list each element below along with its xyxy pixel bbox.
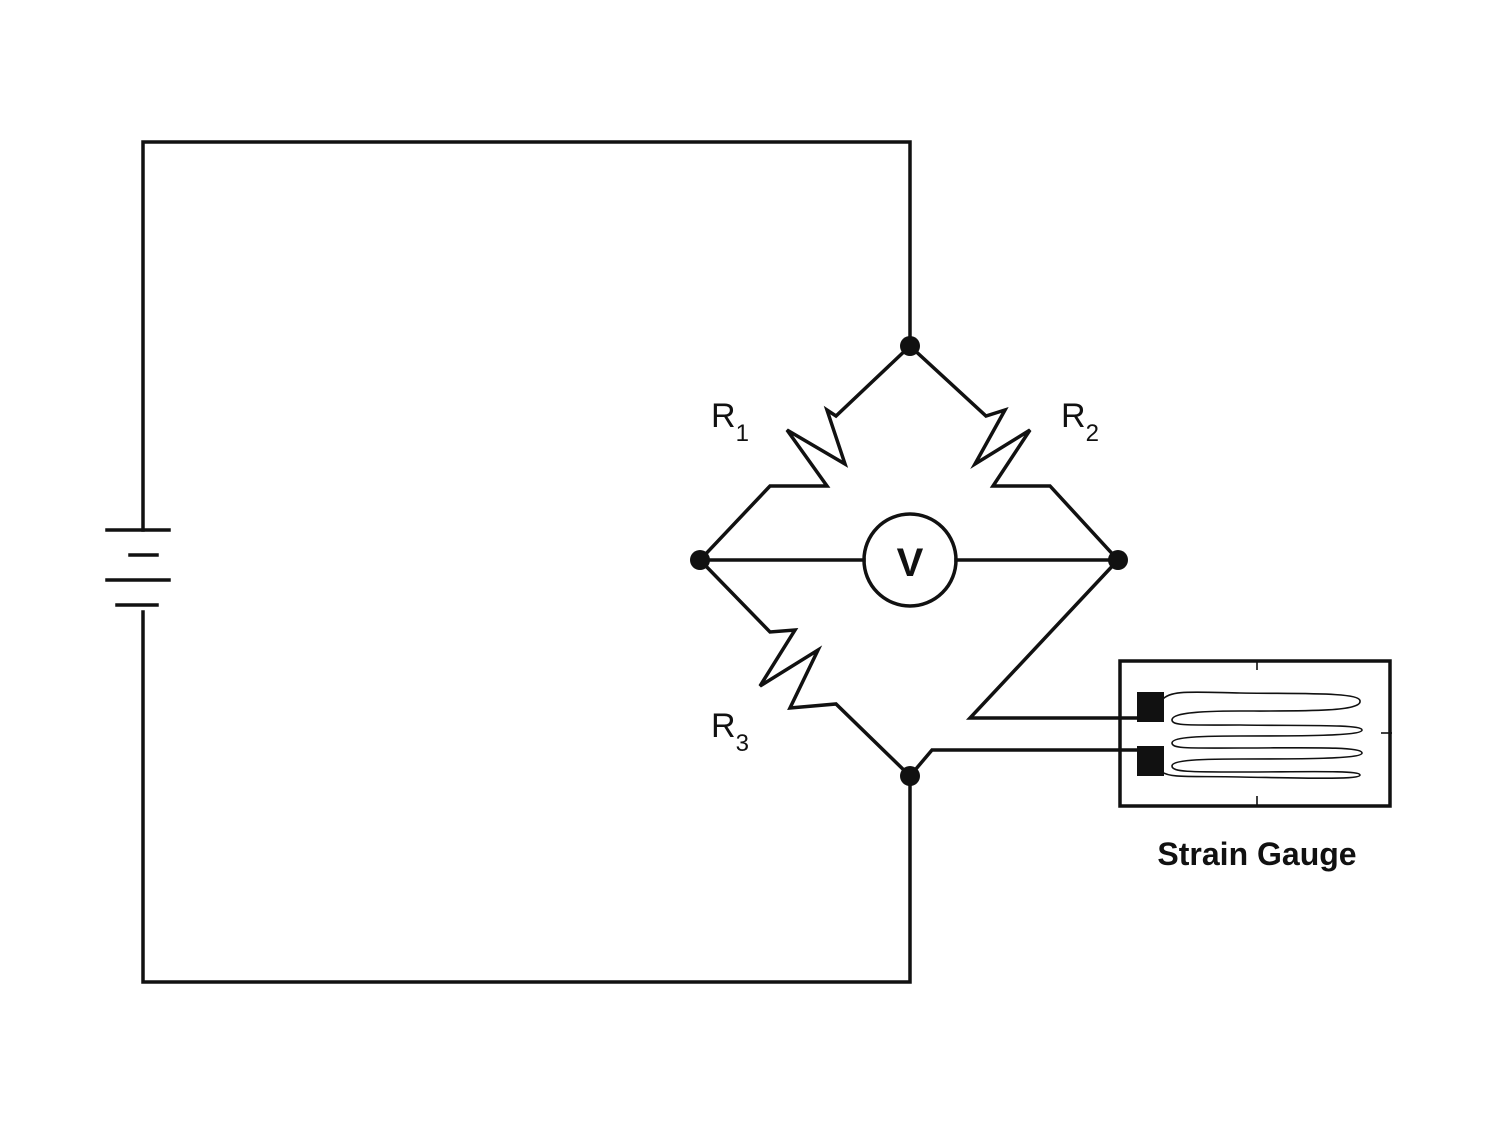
resistor-r1 <box>697 343 913 563</box>
gauge-solder-tab-lower <box>1137 746 1164 776</box>
voltmeter-label: V <box>897 541 924 585</box>
label-r1: R1 <box>711 397 749 447</box>
battery <box>105 528 171 607</box>
junction-nodes <box>690 336 1128 786</box>
strain-gauge-label: Strain Gauge <box>1157 836 1356 872</box>
resistor-r1-zigzag <box>697 343 913 563</box>
node-left <box>690 550 710 570</box>
voltmeter-circle <box>862 512 958 608</box>
resistor-r3-zigzag <box>697 557 913 779</box>
bottom-wire <box>141 610 912 984</box>
resistor-r2-zigzag <box>907 343 1121 563</box>
outer-loop-wires <box>141 140 912 984</box>
strain-gauge <box>1118 659 1392 808</box>
strain-gauge-leads <box>907 557 1142 779</box>
label-r3: R3 <box>711 707 749 757</box>
resistor-r3 <box>697 557 913 779</box>
gauge-solder-tab-upper <box>1137 692 1164 722</box>
voltmeter: V <box>698 512 1120 608</box>
top-wire <box>141 140 912 532</box>
resistor-r2 <box>907 343 1121 563</box>
node-top <box>900 336 920 356</box>
strain-gauge-grid <box>1161 691 1363 780</box>
gauge-lead-upper <box>965 557 1142 720</box>
gauge-lead-lower <box>907 748 1142 779</box>
node-right <box>1108 550 1128 570</box>
node-bottom <box>900 766 920 786</box>
label-r2: R2 <box>1061 397 1099 447</box>
